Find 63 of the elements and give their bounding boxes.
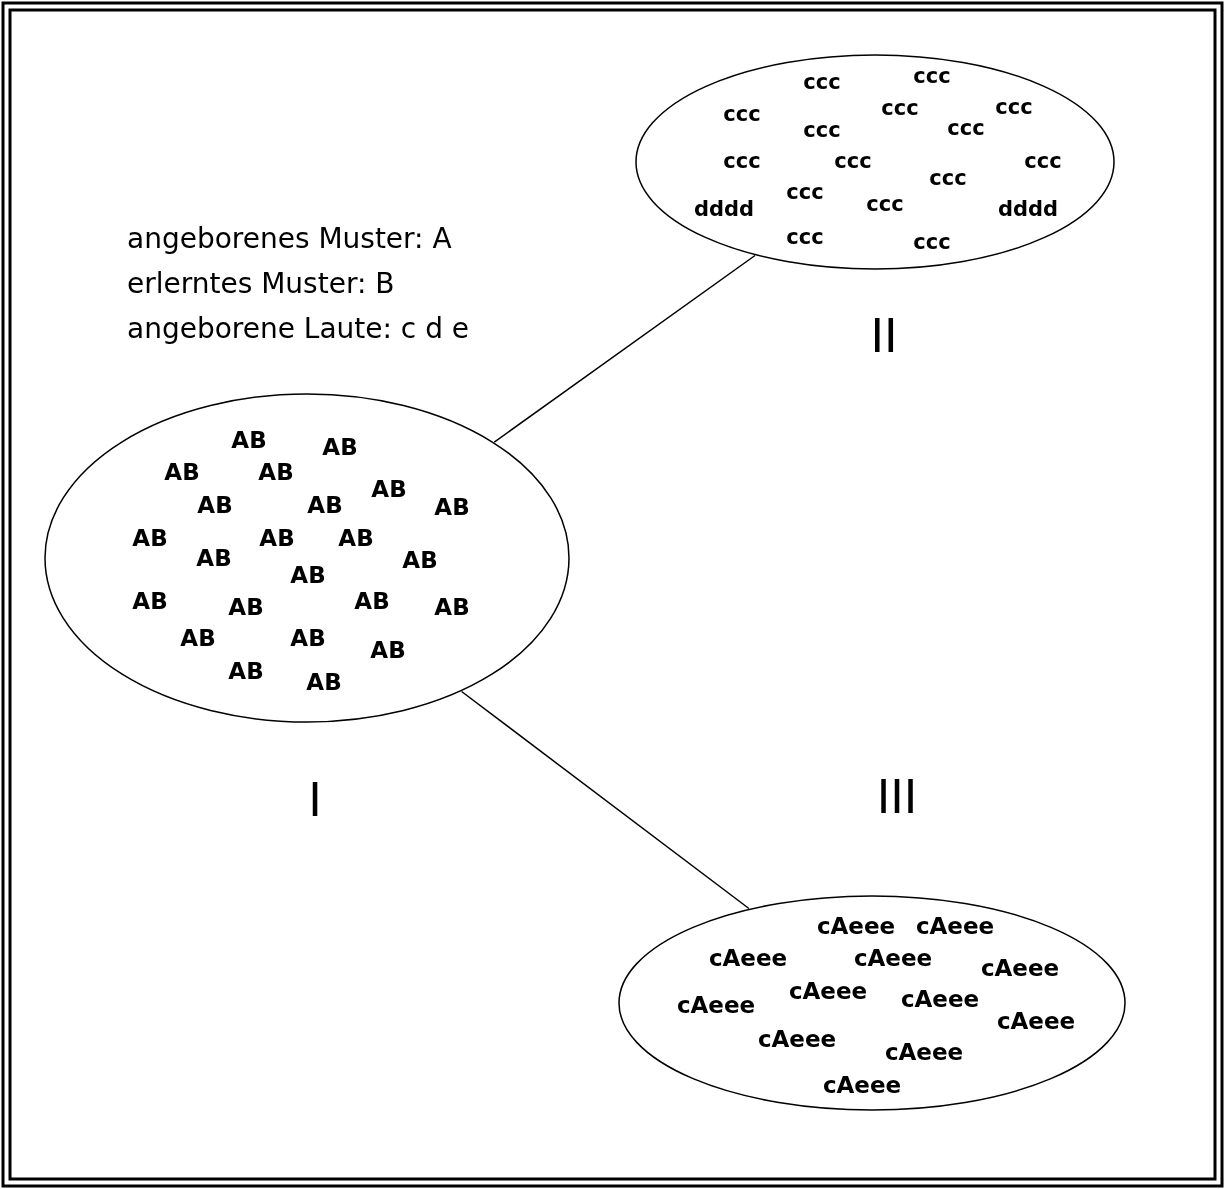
pattern-text: AB (259, 526, 295, 550)
pattern-text: AB (290, 563, 326, 587)
pattern-text: cAeee (816, 914, 896, 938)
pattern-text: ccc (881, 97, 919, 119)
pattern-text: cAeee (915, 914, 995, 938)
pattern-text: AB (180, 626, 216, 650)
pattern-text: dddd (997, 198, 1059, 220)
pattern-text: AB (402, 548, 438, 572)
pattern-text: AB (434, 595, 470, 619)
pattern-text: ccc (803, 71, 841, 93)
ellipse (635, 54, 1115, 270)
pattern-text: ccc (995, 96, 1033, 118)
pattern-text: dddd (693, 198, 755, 220)
pattern-text: ccc (929, 167, 967, 189)
pattern-text: ccc (834, 150, 872, 172)
pattern-text: AB (307, 493, 343, 517)
pattern-text: ccc (913, 65, 951, 87)
pattern-text: cAeee (884, 1040, 964, 1064)
pattern-text: ccc (786, 226, 824, 248)
pattern-text: ccc (866, 193, 904, 215)
pattern-text: cAeee (996, 1009, 1076, 1033)
pattern-text: cAeee (757, 1027, 837, 1051)
pattern-text: cAeee (980, 956, 1060, 980)
pattern-text: ccc (947, 117, 985, 139)
pattern-text: AB (132, 526, 168, 550)
group-label: III (876, 774, 918, 820)
group-label: I (308, 777, 322, 823)
pattern-text: AB (164, 460, 200, 484)
group-label: II (870, 313, 898, 359)
pattern-text: cAeee (708, 946, 788, 970)
pattern-text: cAeee (822, 1073, 902, 1097)
pattern-text: AB (434, 495, 470, 519)
pattern-text: AB (258, 460, 294, 484)
pattern-text: AB (231, 428, 267, 452)
pattern-text: AB (196, 546, 232, 570)
pattern-text: AB (322, 435, 358, 459)
pattern-text: AB (197, 493, 233, 517)
pattern-text: ccc (786, 181, 824, 203)
pattern-text: ccc (723, 150, 761, 172)
ellipse (618, 895, 1126, 1111)
connector-line (493, 254, 756, 443)
pattern-text: cAeee (676, 993, 756, 1017)
legend-text: angeborene Laute: c d e (127, 312, 470, 346)
pattern-text: AB (338, 526, 374, 550)
pattern-text: ccc (913, 231, 951, 253)
legend-text: erlerntes Muster: B (127, 267, 395, 301)
ellipse (44, 393, 570, 723)
pattern-text: AB (306, 670, 342, 694)
connector-line (460, 690, 750, 910)
pattern-text: ccc (723, 103, 761, 125)
pattern-text: AB (370, 638, 406, 662)
pattern-text: AB (132, 589, 168, 613)
pattern-text: ccc (803, 119, 841, 141)
pattern-text: cAeee (900, 987, 980, 1011)
pattern-text: AB (371, 477, 407, 501)
pattern-text: AB (228, 595, 264, 619)
legend-text: angeborenes Muster: A (127, 222, 452, 256)
pattern-text: ccc (1024, 150, 1062, 172)
pattern-text: cAeee (853, 946, 933, 970)
pattern-text: AB (354, 589, 390, 613)
pattern-text: AB (290, 626, 326, 650)
pattern-text: AB (228, 659, 264, 683)
pattern-text: cAeee (788, 979, 868, 1003)
